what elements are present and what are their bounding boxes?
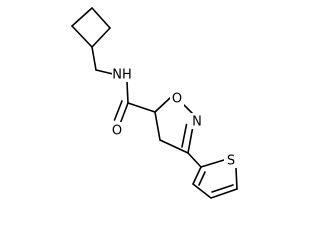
bond-cb-1 — [71, 7, 93, 27]
bond-cb-3 — [91, 27, 111, 48]
bond-n2-c3-b — [181, 123, 188, 148]
bond-n2-c3-a — [187, 125, 194, 154]
bond-n-carbonyl — [126, 81, 129, 104]
bond-c-o-a — [119, 102, 129, 125]
molecule-canvas: NH O O N S — [71, 7, 238, 199]
bond-carbonyl-c5 — [127, 102, 156, 113]
bond-cb-2 — [91, 7, 111, 29]
atom-label-carbonyl-o: O — [112, 124, 122, 139]
bond-c4-c5 — [154, 111, 161, 141]
bond-th-s-c5 — [235, 167, 238, 190]
atom-carbonyl-o: O — [110, 122, 124, 139]
bond-c-o-b — [113, 100, 123, 121]
atom-label-nh: NH — [112, 68, 132, 83]
atom-nh: NH — [112, 66, 134, 83]
cyclobutyl-ring — [71, 7, 111, 48]
structure-diagram: NH O O N S — [71, 7, 238, 199]
bond-th-c4-c3 — [192, 183, 212, 199]
bond-cb-4 — [71, 25, 93, 48]
bond-c5-o1 — [154, 97, 171, 113]
atom-label-thiophene-s: S — [227, 154, 235, 169]
amide-linker — [91, 46, 156, 125]
bond-th-c5-c4-a — [210, 188, 238, 199]
bond-th-c5-c4-b — [211, 184, 234, 193]
bond-c3-thio — [187, 152, 202, 168]
atom-thiophene-s: S — [224, 152, 238, 169]
atom-label-ring-o: O — [172, 92, 182, 107]
bond-th-c2-s — [200, 159, 225, 168]
atom-label-ring-n: N — [192, 115, 202, 130]
atom-ring-n: N — [190, 113, 204, 130]
bond-ch2-n — [95, 69, 114, 75]
isoxazoline-ring — [154, 97, 197, 154]
bond-ring-ch2 — [91, 46, 97, 71]
bond-c3-c4 — [159, 139, 189, 154]
thiophene-ring — [187, 152, 238, 199]
atom-ring-o: O — [170, 90, 184, 107]
bond-th-c3-c2-b — [198, 171, 206, 186]
bond-th-c3-c2-a — [192, 166, 202, 185]
